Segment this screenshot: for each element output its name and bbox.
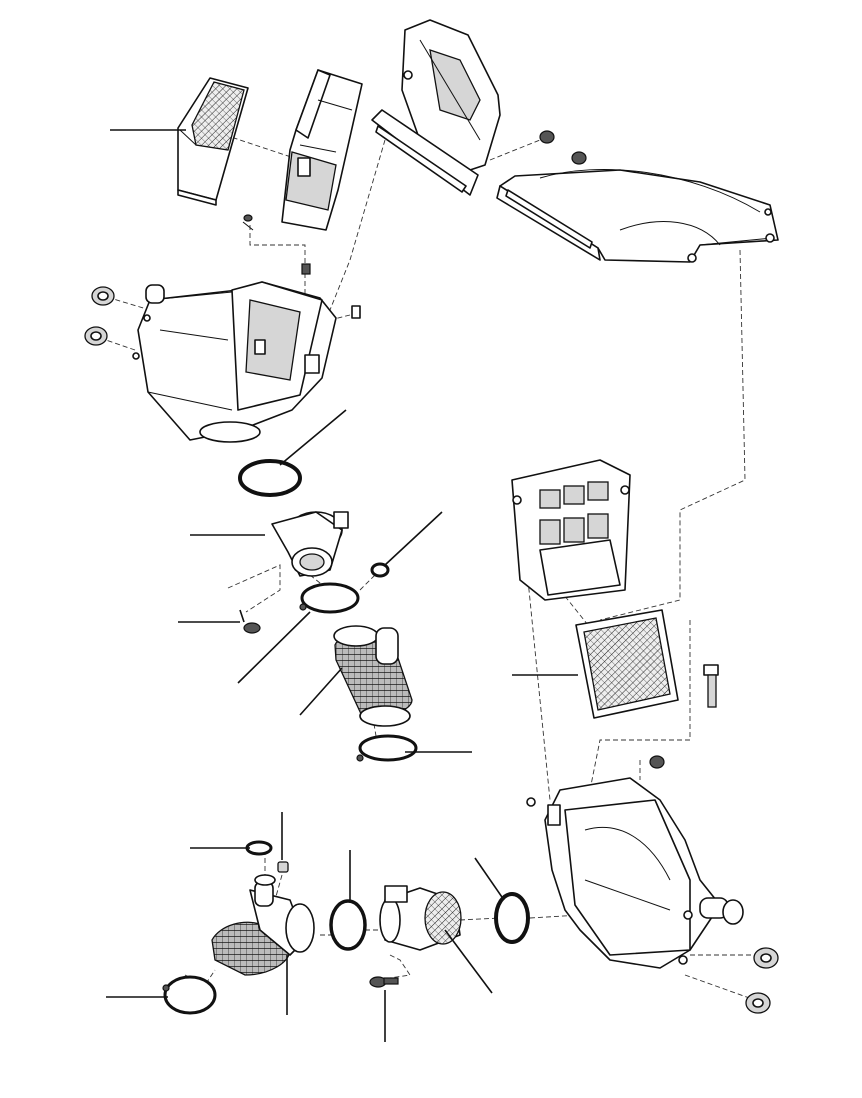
airbox-housing-left xyxy=(132,281,337,443)
intake-duct-upper xyxy=(371,19,501,196)
air-filter-element-upper xyxy=(177,77,249,206)
leader-13 xyxy=(474,857,505,901)
sensor-screw-lower xyxy=(369,976,399,988)
seal-ring-lower xyxy=(494,892,530,944)
housing-grommets-right xyxy=(745,947,779,1014)
airbox-housing-right xyxy=(526,777,744,969)
intake-duct-long xyxy=(496,168,779,263)
clamp-end-lower xyxy=(162,975,217,1015)
leader-7 xyxy=(299,667,343,716)
leader-4 xyxy=(384,511,443,566)
leader-16 xyxy=(444,929,493,994)
mass-airflow-sensor-lower xyxy=(379,885,462,951)
duct-grommets xyxy=(539,130,587,165)
leader-6 xyxy=(237,611,311,684)
clamp-lower-upper xyxy=(356,734,418,762)
bellows-hose-upper xyxy=(333,625,413,727)
airbox-lid-upper xyxy=(281,69,363,231)
air-filter-element-right xyxy=(575,609,679,719)
sensor-screw-upper xyxy=(239,609,261,634)
callout-leaders xyxy=(106,129,578,1042)
bellows-hose-lower xyxy=(211,874,315,976)
mounting-bolt-right xyxy=(649,664,719,769)
clamp-mid-lower xyxy=(329,899,367,951)
leader-2 xyxy=(279,409,347,466)
housing-hardware xyxy=(84,214,361,346)
seal-ring-upper xyxy=(238,459,302,497)
clamps-upper xyxy=(299,562,390,614)
mass-airflow-sensor-upper xyxy=(271,511,349,577)
airbox-lid-right xyxy=(511,459,631,601)
small-clips-lower xyxy=(245,840,289,873)
